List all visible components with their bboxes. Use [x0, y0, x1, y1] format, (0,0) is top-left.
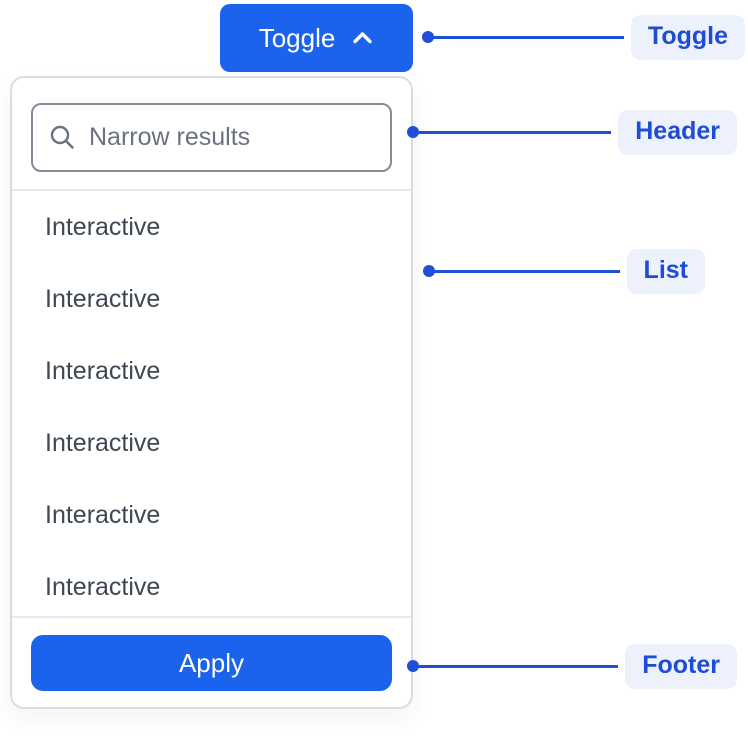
annotation-line	[434, 269, 620, 273]
annotation-line	[418, 130, 612, 134]
list-item[interactable]: Interactive	[45, 284, 161, 313]
dropdown-panel: InteractiveInteractiveInteractiveInterac…	[10, 76, 413, 709]
toggle-button[interactable]: Toggle	[220, 4, 413, 72]
annotation-line	[418, 664, 619, 668]
annotation-toggle: Toggle	[422, 14, 745, 60]
annotation-label-list: List	[626, 248, 705, 294]
annotation-label-header: Header	[618, 109, 737, 155]
annotation-list: List	[423, 248, 705, 294]
apply-button[interactable]: Apply	[31, 635, 392, 691]
annotation-dot	[407, 660, 419, 672]
list-item[interactable]: Interactive	[45, 572, 161, 601]
search-icon	[50, 125, 74, 149]
chevron-up-icon	[351, 28, 374, 48]
list-item[interactable]: Interactive	[45, 356, 161, 385]
annotation-dot	[422, 31, 434, 43]
annotation-label-footer: Footer	[625, 643, 737, 689]
annotation-label-toggle: Toggle	[630, 14, 745, 60]
dropdown-footer: Apply	[12, 616, 411, 707]
annotation-header: Header	[407, 109, 737, 155]
annotation-footer: Footer	[407, 643, 737, 689]
search-box[interactable]	[31, 103, 392, 172]
annotation-dot	[407, 126, 419, 138]
annotation-line	[433, 35, 624, 39]
toggle-button-label: Toggle	[258, 22, 336, 53]
list-item[interactable]: Interactive	[45, 212, 161, 241]
search-input[interactable]	[89, 123, 374, 152]
list-item[interactable]: Interactive	[45, 500, 161, 529]
annotation-dot	[423, 265, 435, 277]
dropdown-header	[12, 78, 411, 191]
list-item[interactable]: Interactive	[45, 428, 161, 457]
